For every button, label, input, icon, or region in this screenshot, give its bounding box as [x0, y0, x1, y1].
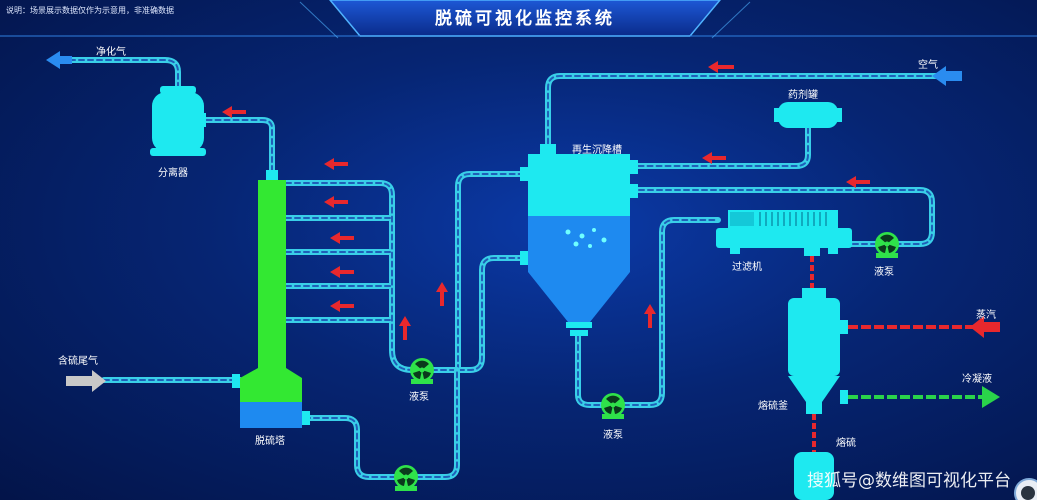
filter-press[interactable] [716, 210, 852, 256]
pipe-reagent-line [627, 125, 811, 169]
separator-vessel[interactable] [150, 86, 206, 156]
pipe-pump1-to-regen [429, 171, 531, 373]
label-air: 空气 [918, 60, 938, 71]
flow-arrow-return-4 [330, 266, 354, 278]
label-purified-gas: 净化气 [96, 47, 126, 58]
desulfurization-tower[interactable] [232, 170, 310, 428]
label-molten-sulfur: 熔硫 [836, 438, 856, 449]
pipe-regen-bottom-to-pump2 [575, 217, 721, 408]
pump-regen-bottom[interactable] [601, 393, 625, 419]
header: 脱硫可视化监控系统 [0, 0, 1037, 44]
flow-arrow-return-1 [324, 158, 348, 170]
page-title: 脱硫可视化监控系统 [435, 9, 615, 29]
label-pump-tower-outlet: 液泵 [409, 392, 429, 403]
label-desulfurization-tower: 脱硫塔 [255, 436, 285, 447]
label-reagent-tank: 药剂罐 [788, 90, 818, 101]
label-condensate: 冷凝液 [962, 374, 992, 385]
label-separator: 分离器 [158, 168, 188, 179]
label-filter: 过滤机 [732, 262, 762, 273]
flow-arrow-up-right [644, 304, 656, 328]
title-banner [0, 0, 1037, 39]
pipe-tower-return-lines [283, 180, 415, 373]
flow-arrow-reagent-line [702, 152, 726, 164]
flow-arrow-air-line [708, 61, 734, 73]
reagent-tank[interactable] [774, 102, 842, 128]
flow-arrow-up-mid [436, 282, 448, 306]
flow-arrow-return-5 [330, 300, 354, 312]
flow-arrow-filter-feed [846, 176, 870, 188]
flow-arrow-tail-gas-in [66, 370, 106, 392]
flow-arrow-up-tower [399, 316, 411, 340]
flow-arrow-return-3 [330, 232, 354, 244]
pump-tower-bottom[interactable] [394, 465, 418, 491]
pump-tower-outlet[interactable] [410, 358, 434, 384]
disclaimer-text: 说明：场景展示数据仅作为示意用，非准确数据 [6, 6, 174, 15]
flow-arrow-return-2 [324, 196, 348, 208]
label-pump-filter-feed: 液泵 [874, 267, 894, 278]
avatar [1014, 478, 1037, 500]
pump-filter-feed[interactable] [875, 232, 899, 258]
flow-arrow-separator-left [222, 106, 246, 118]
red-flow-arrows [222, 61, 870, 340]
label-sulfur-melter: 熔硫釜 [758, 401, 788, 412]
watermark: 搜狐号@数维图可视化平台 [807, 471, 1011, 491]
pipe-regen-to-filter-feed [627, 187, 935, 247]
label-regeneration-tank: 再生沉降槽 [572, 145, 622, 156]
flow-arrow-condensate-out [982, 386, 1000, 408]
pipe-tower-bottom-to-pump [302, 367, 460, 480]
label-pump-regen-bottom: 液泵 [603, 430, 623, 441]
flow-arrow-steam-in [970, 316, 1000, 338]
regeneration-settling-tank[interactable] [520, 144, 638, 336]
pipe-tower-to-separator [201, 117, 275, 183]
label-tail-gas-in: 含硫尾气 [58, 356, 98, 367]
pipe-air-line [545, 73, 943, 153]
flow-arrow-air-in [932, 66, 962, 86]
flow-arrow-purified-gas-out [46, 51, 72, 69]
pipe-purified-gas [67, 57, 181, 91]
sulfur-melting-kettle[interactable] [788, 288, 848, 500]
label-steam: 蒸汽 [976, 310, 996, 321]
